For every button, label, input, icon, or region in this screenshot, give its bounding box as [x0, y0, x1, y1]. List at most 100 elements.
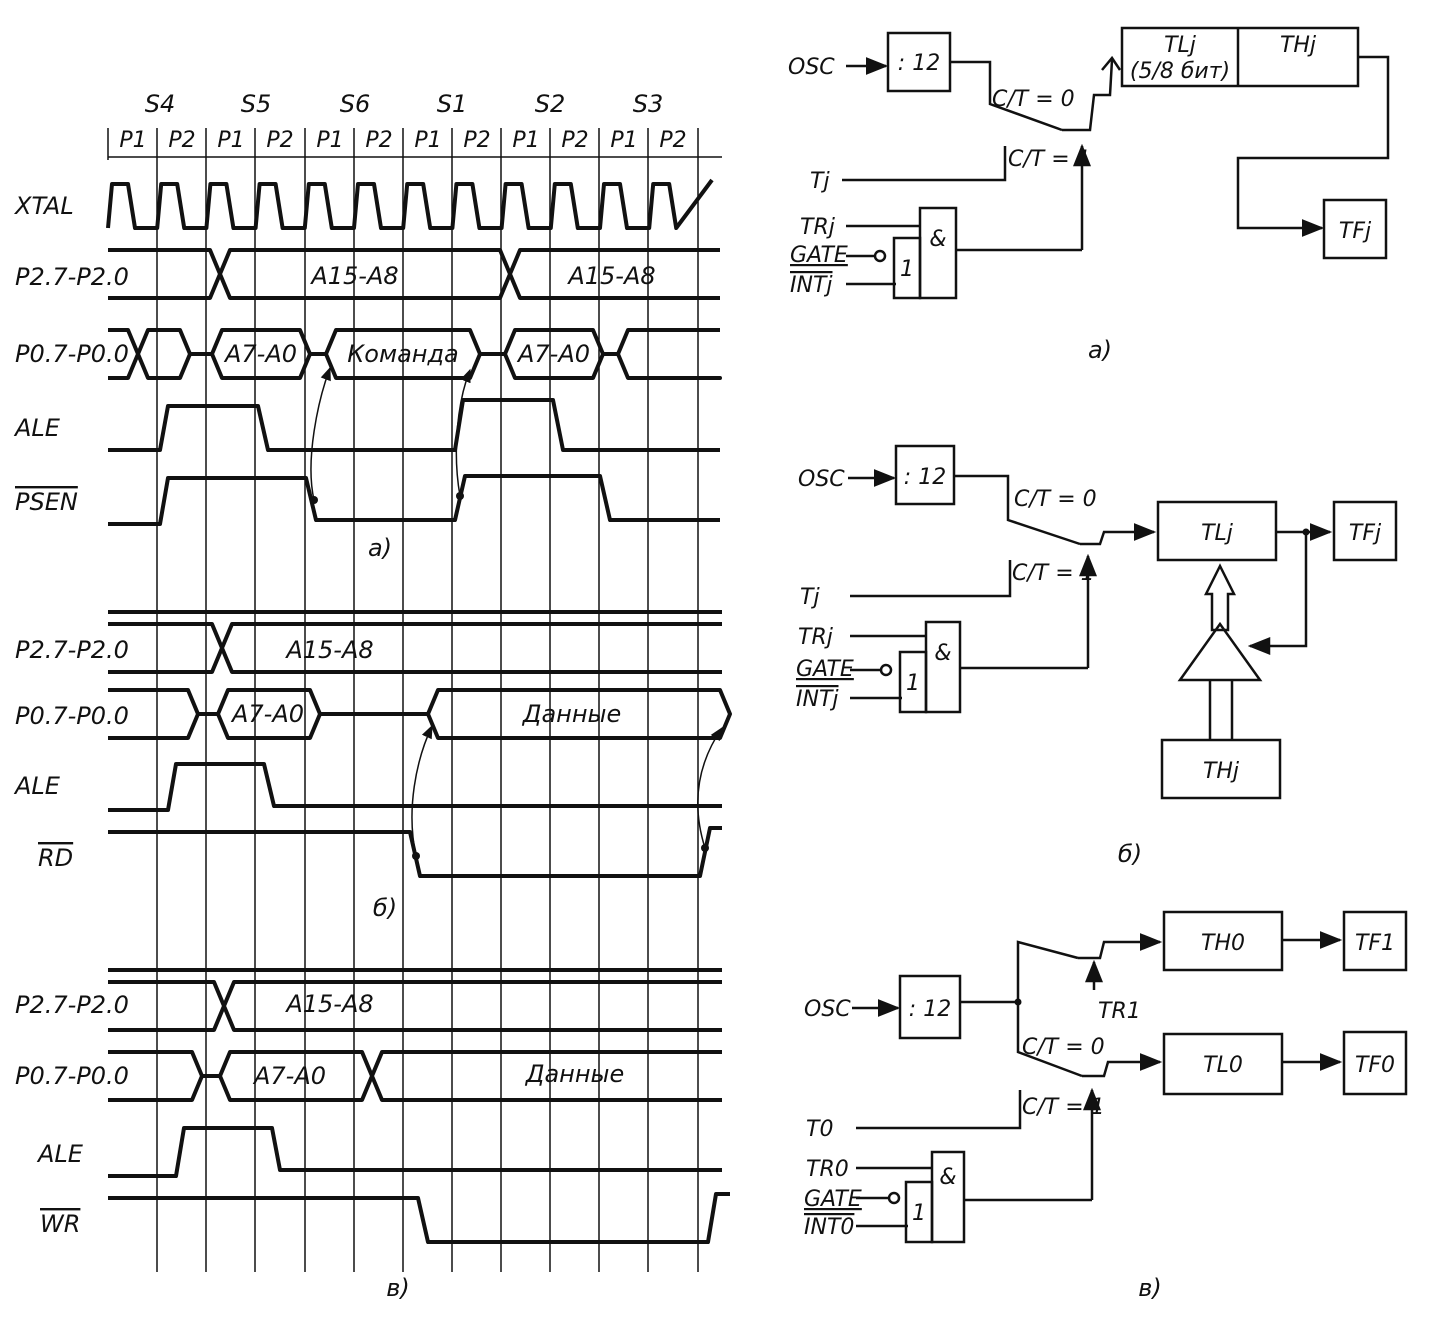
tj-label: Tj — [810, 169, 830, 194]
divider-box — [898, 974, 962, 1040]
p0-instruction: Команда — [347, 340, 459, 368]
tj-label: Tj — [800, 585, 820, 610]
tj-wire — [842, 146, 1007, 182]
phase-label: P1 — [217, 128, 244, 153]
t0-label: T0 — [806, 1117, 833, 1142]
tl0-switch-wire — [1016, 1002, 1083, 1078]
p2-address-high: A15-A8 — [284, 636, 373, 664]
state-label: S2 — [535, 90, 566, 118]
and-gate — [918, 206, 958, 300]
psen-waveform — [108, 474, 720, 526]
or-gate-label: 1 — [906, 671, 920, 696]
timing-b: P2.7-P2.0 A15-A8 P0.7-P0.0 A7-A0 Данные … — [13, 610, 732, 922]
signal-p2-label: P2.7-P2.0 — [15, 263, 129, 291]
timing-grid — [107, 128, 699, 1272]
xtal-clock-waveform — [106, 178, 714, 230]
t0-wire — [856, 1090, 1022, 1130]
state-label: S3 — [633, 90, 664, 118]
phase-label: P1 — [610, 128, 637, 153]
thj-box — [1160, 738, 1282, 800]
ct0-label: C/T = 0 — [1014, 487, 1097, 512]
p0-address-low: A7-A0 — [516, 340, 590, 368]
signal-p2-label: P2.7-P2.0 — [15, 991, 129, 1019]
caption-block-c: в) — [1138, 1274, 1162, 1302]
caption-timing-b: б) — [373, 894, 397, 922]
switch-wire — [950, 60, 1063, 132]
p0-address-low: A7-A0 — [230, 700, 304, 728]
ct1-label: C/T = 1 — [1012, 561, 1095, 586]
signal-wr-label: WR — [40, 1210, 80, 1238]
intj-label: INTj — [796, 687, 839, 712]
tl0-box — [1162, 1032, 1284, 1096]
signal-p0-label: P0.7-P0.0 — [15, 340, 129, 368]
state-label: S5 — [241, 90, 272, 118]
reload-arrow — [1203, 563, 1237, 632]
caption-block-a: а) — [1088, 336, 1112, 364]
tlj-label: TLj — [1201, 521, 1234, 546]
ale-waveform — [108, 398, 720, 452]
ct0-label: C/T = 0 — [1022, 1035, 1105, 1060]
signal-rd-label: RD — [38, 844, 73, 872]
th0-switch-wire — [960, 940, 1079, 1004]
tf1-box — [1342, 910, 1408, 972]
p0-data: Данные — [525, 1060, 625, 1088]
state-label: S6 — [340, 90, 371, 118]
tfj-label: TFj — [1339, 219, 1372, 244]
divider-label: : 12 — [904, 465, 946, 490]
gate-label: GATE — [804, 1187, 862, 1212]
state-labels: S4 S5 S6 S1 S2 S3 — [145, 90, 664, 118]
ale-waveform — [108, 762, 722, 812]
p0-bus-waveform — [108, 688, 732, 740]
tl0-input-arrow — [1082, 1053, 1163, 1078]
phase-label: P2 — [365, 128, 392, 153]
caption-timing-a: а) — [368, 534, 392, 562]
and-gate — [924, 620, 962, 714]
tr0-label: TR0 — [806, 1157, 849, 1182]
phase-label: P1 — [316, 128, 343, 153]
signal-ale-label: ALE — [13, 414, 61, 442]
signal-p2-label: P2.7-P2.0 — [15, 636, 129, 664]
osc-label: OSC — [798, 467, 845, 492]
overflow-wire — [1236, 55, 1390, 237]
rd-waveform — [108, 826, 722, 878]
caption-block-b: б) — [1118, 840, 1142, 868]
signal-ale-label: ALE — [13, 772, 61, 800]
p2-bus-waveform — [108, 248, 720, 300]
causality-arrow — [455, 368, 471, 497]
and-gate-label: & — [934, 641, 951, 666]
arrow-head — [1101, 55, 1122, 71]
state-label: S1 — [437, 90, 468, 118]
divider-label: : 12 — [898, 51, 940, 76]
tfj-label: TFj — [1349, 521, 1382, 546]
signal-ale-label: ALE — [36, 1140, 84, 1168]
signal-p0-label: P0.7-P0.0 — [15, 1062, 129, 1090]
switch-output-wire — [1062, 59, 1114, 132]
phase-label: P2 — [659, 128, 686, 153]
tf0-box — [1342, 1030, 1408, 1096]
p2-bus-waveform — [108, 980, 722, 1032]
phase-labels: P1 P2 P1 P2 P1 P2 P1 P2 P1 P2 P1 P2 — [119, 128, 686, 153]
tfj-box — [1332, 500, 1398, 562]
phase-label: P2 — [561, 128, 588, 153]
p0-data: Данные — [522, 700, 622, 728]
trj-label: TRj — [798, 625, 834, 650]
tlj-sub-label: (5/8 бит) — [1130, 59, 1230, 84]
p0-bus-waveform — [108, 328, 722, 380]
ale-waveform — [108, 1126, 722, 1178]
ct0-label: C/T = 0 — [992, 87, 1075, 112]
or-gate-label: 1 — [912, 1201, 926, 1226]
block-diagram-b: OSC : 12 C/T = 0 C/T = 1 Tj TLj TFj THj … — [796, 444, 1398, 868]
thj-label: THj — [1203, 759, 1240, 784]
timing-a: XTAL P2.7-P2.0 A15-A8 A15-A8 P0.7-P0.0 A… — [13, 178, 722, 562]
int0-label: INT0 — [804, 1215, 854, 1240]
state-label: S4 — [145, 90, 176, 118]
gate-label: GATE — [796, 657, 854, 682]
tfj-box — [1322, 198, 1388, 260]
intj-label: INTj — [790, 273, 833, 298]
wr-waveform — [108, 1192, 730, 1244]
and-gate — [930, 1150, 966, 1244]
osc-label: OSC — [788, 55, 835, 80]
signal-psen-label: PSEN — [15, 488, 78, 516]
timing-c: P2.7-P2.0 A15-A8 P0.7-P0.0 A7-A0 Данные … — [15, 968, 730, 1302]
tlj-label: TLj — [1164, 33, 1197, 58]
